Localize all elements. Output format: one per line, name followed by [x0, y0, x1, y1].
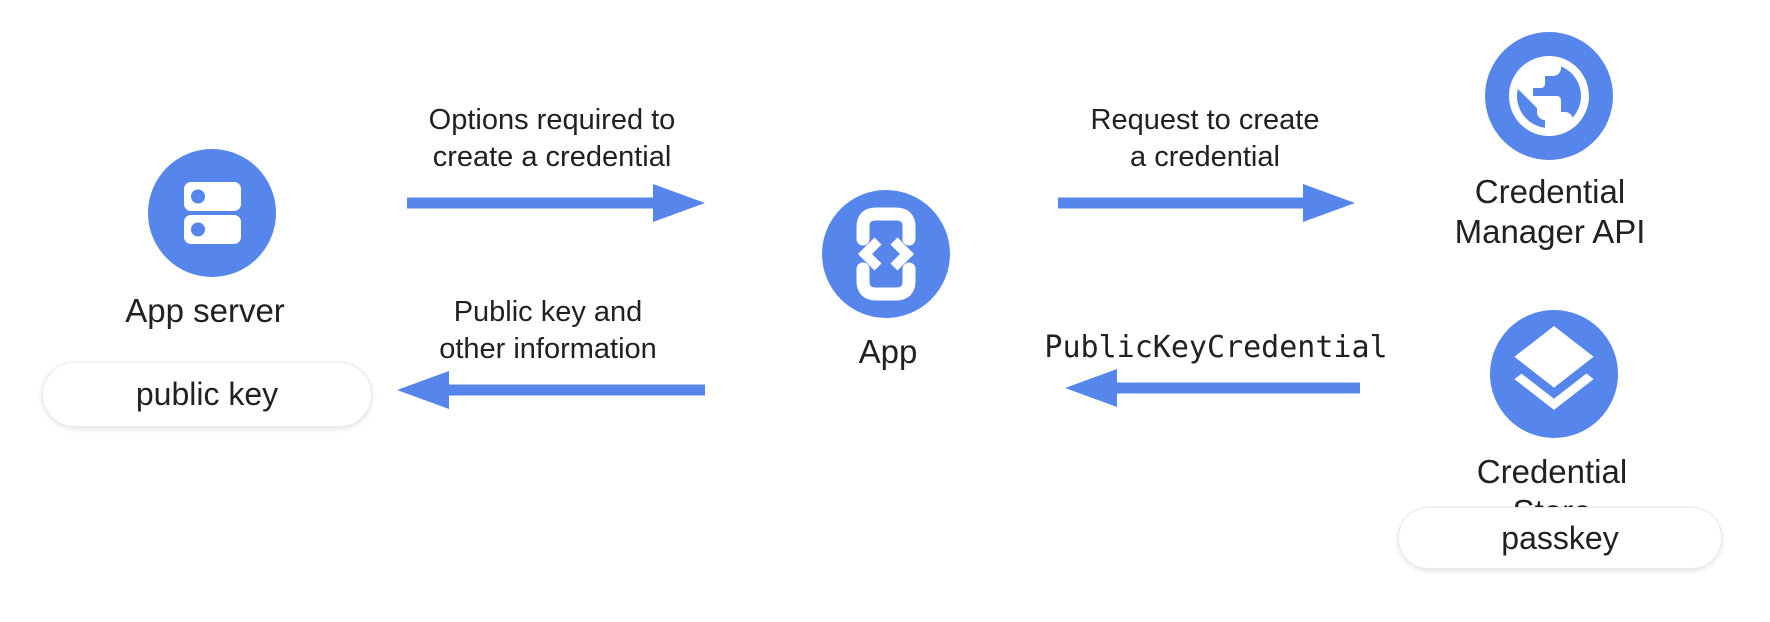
- publickeycredential-left-arrow: [1065, 369, 1360, 407]
- options-right-arrow: [407, 184, 705, 222]
- credential-manager-api-node: [1485, 32, 1613, 160]
- phone-code-icon: [856, 207, 916, 301]
- passkey-pill: passkey: [1398, 507, 1722, 569]
- publickeycredential-arrow-label: PublicKeyCredential: [1044, 330, 1388, 365]
- app-server-node: [148, 149, 276, 277]
- credential-manager-api-label: Credential Manager API: [1454, 173, 1646, 250]
- app-server-label: App server: [125, 292, 285, 329]
- options-arrow-label: Options required to create a credential: [428, 104, 676, 173]
- credential-store-node: [1490, 310, 1618, 438]
- layers-icon: [1514, 326, 1594, 410]
- app-label: App: [858, 333, 918, 370]
- server-icon: [184, 182, 241, 244]
- app-node: [822, 190, 950, 318]
- public-key-pill-label: public key: [135, 376, 279, 412]
- passkey-pill-label: passkey: [1501, 519, 1619, 556]
- public-key-info-left-arrow: [397, 371, 705, 409]
- request-right-arrow: [1058, 184, 1355, 222]
- public-key-info-arrow-label: Public key and other information: [439, 296, 657, 365]
- request-arrow-label: Request to create a credential: [1090, 104, 1320, 173]
- globe-icon: [1509, 56, 1589, 136]
- public-key-pill: public key: [42, 362, 372, 427]
